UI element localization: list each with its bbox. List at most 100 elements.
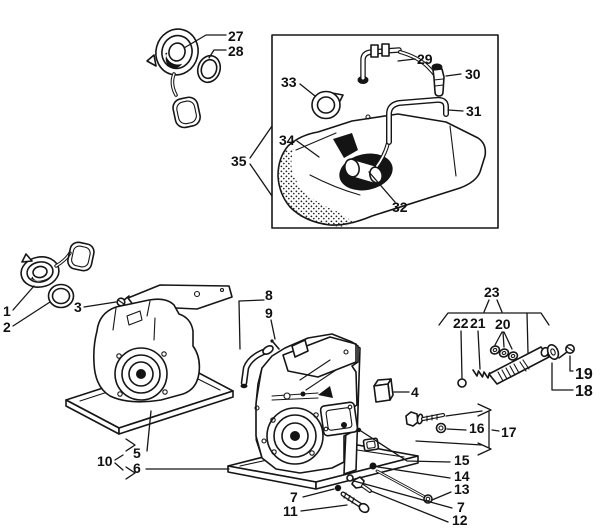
cross-bar-1 <box>271 392 319 397</box>
ring2-inner <box>51 287 71 305</box>
oil-cap-1 <box>20 256 60 288</box>
loop-inner <box>176 100 197 125</box>
inset-box-frame <box>271 34 499 229</box>
thread-tick <box>347 494 351 502</box>
cap-inner <box>168 42 186 62</box>
loop1-outer <box>67 241 95 272</box>
bolt11-core <box>341 492 362 507</box>
fuel-line-tube <box>360 47 402 81</box>
brace-23-leg-right <box>496 299 503 313</box>
rod13-core <box>376 470 426 498</box>
block4-front <box>373 383 391 403</box>
bolt-dot <box>271 449 277 455</box>
cap15-outer <box>362 437 380 452</box>
callout-21: 21 <box>470 315 486 331</box>
tensioner-assembly <box>405 411 447 434</box>
seal-ring-2 <box>47 283 75 309</box>
worm-groove <box>501 369 508 380</box>
callout-6: 6 <box>133 460 141 476</box>
leader-35b <box>249 163 273 197</box>
pipe-31-core <box>387 98 448 144</box>
right-bore-inner <box>281 422 309 450</box>
leader-35a <box>249 125 273 159</box>
callout-19: 19 <box>575 366 593 383</box>
callout-7-left: 7 <box>290 489 298 505</box>
fan-20b <box>502 331 505 348</box>
hose8-end <box>240 383 248 389</box>
loop1-inner <box>71 245 91 268</box>
callout-34: 34 <box>279 132 295 148</box>
screw-19 <box>558 343 575 359</box>
plug12-ring-7 <box>346 474 354 482</box>
callout-10: 10 <box>97 453 113 469</box>
callout-27: 27 <box>228 28 244 44</box>
bolt-11 <box>340 491 370 514</box>
callout-11: 11 <box>283 503 298 519</box>
leader-17-bolt <box>445 410 483 417</box>
breather-cap-15 <box>362 437 380 452</box>
bolt-dot <box>117 391 123 397</box>
leader-10a <box>114 454 124 461</box>
leader-3 <box>83 301 117 308</box>
callout-31: 31 <box>466 103 482 119</box>
leader-5 <box>146 410 152 452</box>
callout-28: 28 <box>228 43 244 59</box>
roof-panel <box>282 336 357 378</box>
thread-tick <box>343 492 347 499</box>
bolt-dot <box>261 438 267 444</box>
leader-18 <box>551 362 574 391</box>
washer-18 <box>546 343 560 361</box>
washer <box>498 348 510 358</box>
cap1-tab <box>21 253 33 263</box>
callout-3: 3 <box>74 299 82 315</box>
rod-13 <box>375 469 433 504</box>
tensioner-bolt-core <box>422 414 444 420</box>
leader-13 <box>431 491 452 501</box>
ring28-inner <box>200 58 218 80</box>
callout-23: 23 <box>484 284 500 300</box>
loop-outer <box>172 96 201 129</box>
oil-pump-group <box>457 343 575 388</box>
bracket-10-bottom-chevron <box>125 466 136 480</box>
grommet-inner <box>316 96 336 114</box>
callout-33: 33 <box>281 74 297 90</box>
plug12-thread-core <box>362 485 371 492</box>
callout-17: 17 <box>501 424 517 440</box>
leader-7-right <box>353 480 453 509</box>
leader-32 <box>368 171 396 203</box>
worm-groove <box>505 367 512 378</box>
elbow-band-1 <box>433 78 444 81</box>
bracket-10-top-chevron <box>125 438 136 452</box>
bolt-dot <box>313 412 319 418</box>
elbow-band-2 <box>434 84 444 87</box>
tank-cast-texture <box>279 149 354 227</box>
washer18-hole <box>550 348 556 356</box>
bolt-dot <box>161 351 167 357</box>
shaft-body <box>488 346 550 385</box>
leader-lines <box>12 34 574 523</box>
washers-20 <box>489 345 519 361</box>
grommet-outer <box>311 90 341 120</box>
pump-shaft-23 <box>488 346 550 385</box>
oil-pickup-hose-8 <box>240 345 274 389</box>
pickup-pipe-31 <box>386 96 449 145</box>
cap1-retainer-loop <box>67 241 95 272</box>
bracket-17-top-chevron <box>477 403 492 417</box>
fuel-filter-end <box>344 158 360 178</box>
roof-dot <box>343 349 349 355</box>
callout-18: 18 <box>575 383 593 400</box>
callout-12: 12 <box>452 512 468 528</box>
cap-tab <box>146 54 157 67</box>
pump-port-dark <box>341 422 347 428</box>
left-bore-housing <box>114 347 168 401</box>
leader-19 <box>569 355 574 372</box>
oiler-plug-12 <box>346 474 372 493</box>
callout-29: 29 <box>417 51 433 67</box>
pump-stud-dot <box>356 427 362 433</box>
leader-34 <box>296 140 320 158</box>
oil-cap-assembly-1 <box>20 241 95 309</box>
right-bore-housing <box>266 407 324 465</box>
oil-pump-mount-plate <box>319 401 362 437</box>
grommet-33 <box>311 90 344 120</box>
bar-boss <box>283 392 291 400</box>
